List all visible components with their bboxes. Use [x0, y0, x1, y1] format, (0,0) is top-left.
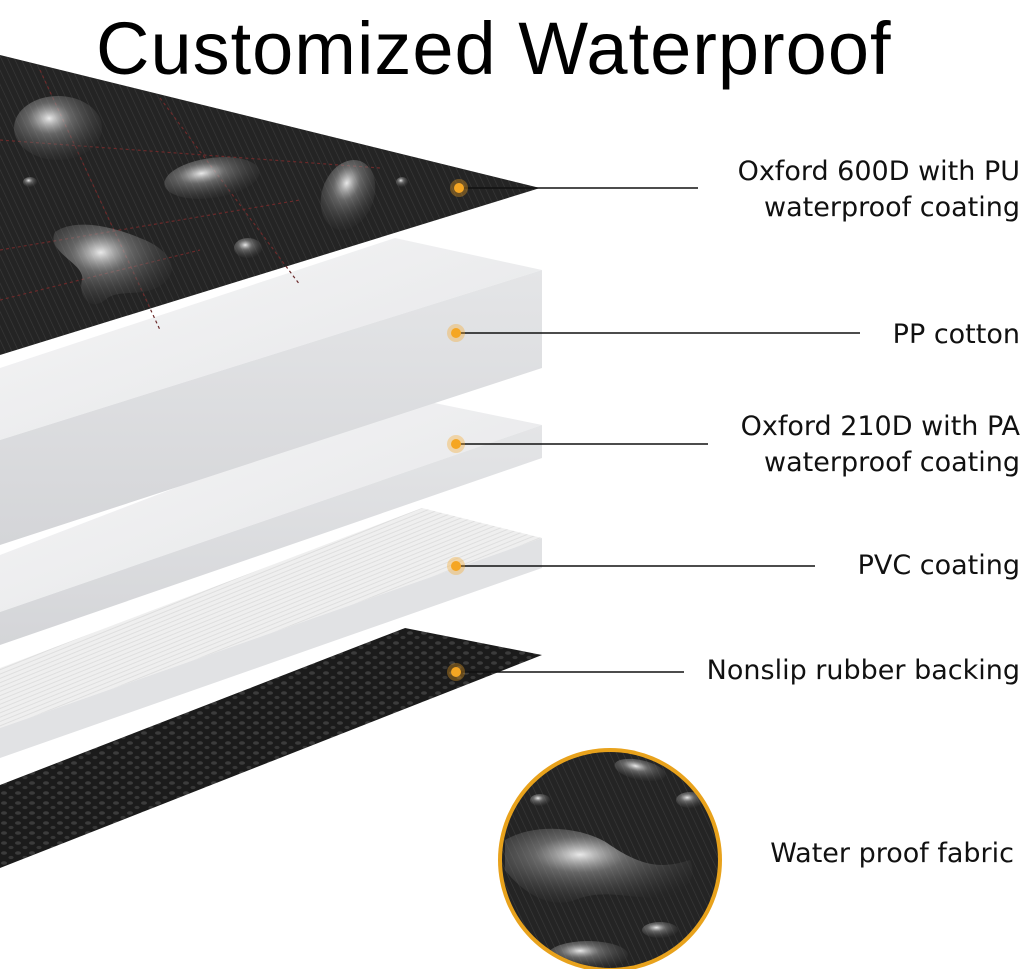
label-line: Water proof fabric [770, 838, 1014, 869]
marker-dot [454, 183, 464, 193]
leader-ppcotton [447, 324, 860, 342]
pvc-side-face [0, 538, 542, 758]
rubber-layer [0, 628, 542, 868]
label-water-proof-fabric: Water proof fabric [770, 836, 1014, 872]
ppcotton-side-face [0, 270, 542, 545]
label-rubber: Nonslip rubber backing [707, 653, 1020, 689]
label-line: Oxford 210D with PA [740, 411, 1020, 442]
label-line: Nonslip rubber backing [706, 655, 1020, 686]
label-line: PVC coating [857, 550, 1020, 581]
leader-oxford210 [447, 435, 708, 453]
marker-dot [451, 561, 461, 571]
marker-dot [451, 439, 461, 449]
oxford210-top-face [0, 398, 542, 612]
label-line: waterproof coating [764, 447, 1020, 478]
label-line: Oxford 600D with PU [737, 156, 1020, 187]
label-oxford600: Oxford 600D with PU waterproof coating [738, 154, 1020, 226]
ppcotton-top-face [0, 238, 542, 440]
label-line: waterproof coating [764, 192, 1020, 223]
label-ppcotton: PP cotton [893, 317, 1020, 353]
label-oxford210: Oxford 210D with PA waterproof coating [741, 409, 1020, 481]
pvc-top-face [0, 508, 542, 728]
page-title: Customized Waterproof [96, 7, 892, 90]
oxford210-side-face [0, 425, 542, 645]
water-droplets [14, 96, 408, 305]
leader-oxford600 [450, 179, 698, 197]
leader-rubber [447, 663, 684, 681]
marker-dot [451, 667, 461, 677]
leader-pvc [447, 557, 815, 575]
fabric-closeup [498, 748, 722, 969]
label-pvc: PVC coating [858, 548, 1020, 584]
label-line: PP cotton [892, 319, 1020, 350]
marker-dot [451, 328, 461, 338]
